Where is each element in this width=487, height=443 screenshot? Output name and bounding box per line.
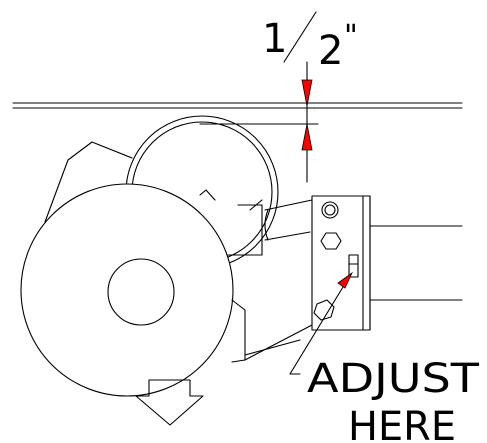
callout-line2: HERE	[348, 404, 456, 443]
dimension-label: 1 2 "	[262, 11, 358, 74]
main-wheel	[20, 183, 234, 397]
adjustment-screw	[348, 254, 359, 278]
callout-arrowhead	[337, 271, 354, 289]
wheel-hub	[107, 258, 175, 326]
arm	[199, 189, 313, 256]
hex-bolt-upper	[320, 232, 342, 250]
fraction-slash	[283, 11, 317, 63]
lower-housing	[231, 299, 313, 363]
motor-housing	[44, 141, 301, 356]
bracket-bolt-round	[321, 201, 339, 219]
callout-line1: ADJUST	[307, 356, 480, 402]
dimension-numerator: 1	[262, 16, 287, 62]
down-arrow-icon	[135, 379, 204, 426]
bracket-bolt-round-inner	[324, 204, 336, 216]
dimension-arrow-up	[301, 123, 313, 151]
dimension-denominator: 2	[318, 28, 343, 74]
mounting-bracket	[311, 195, 371, 331]
callout-leader	[289, 286, 344, 375]
dimension-unit-mark: "	[344, 19, 358, 54]
hex-bolt-lower	[313, 299, 335, 321]
dimension-arrow-down	[301, 79, 313, 107]
